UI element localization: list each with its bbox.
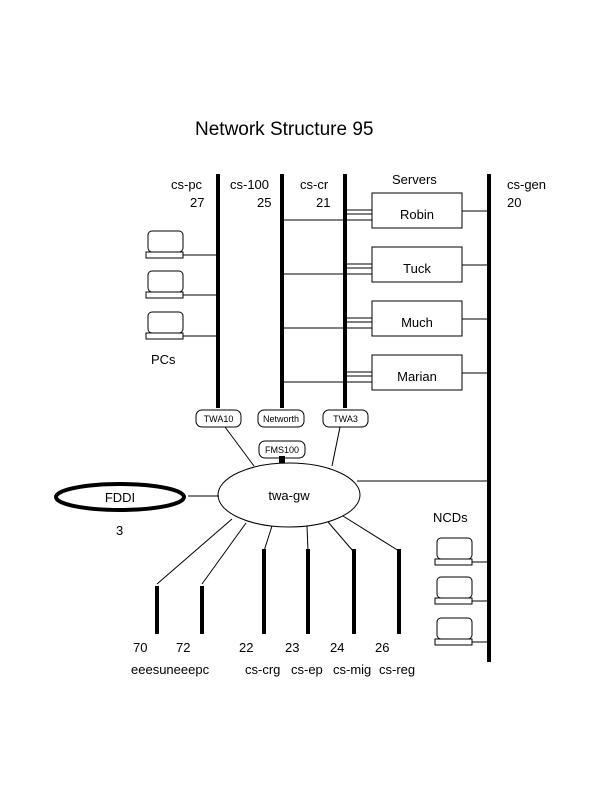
- server-label: Robin: [400, 207, 434, 222]
- server-label: Tuck: [403, 261, 431, 276]
- subnet-name-cs-crg: cs-crg: [245, 662, 280, 677]
- subnet-count-cs-reg: 26: [375, 640, 389, 655]
- subnet-count-cs-crg: 22: [239, 640, 253, 655]
- link-gw-cs-mig: [327, 521, 354, 552]
- subnet-count-cs-mig: 24: [330, 640, 344, 655]
- subnet-names-left: eeesuneeepc: [131, 662, 210, 677]
- fddi-count: 3: [116, 523, 123, 538]
- server-label: Much: [401, 315, 433, 330]
- server-tuck: Tuck: [284, 246, 487, 283]
- subnet-count-cs-ep: 23: [285, 640, 299, 655]
- pc-icon: [145, 230, 216, 259]
- link-gw-cs-crg: [263, 525, 273, 552]
- pc-icon: [145, 311, 216, 340]
- server-label: Marian: [397, 369, 437, 384]
- subnet-count-eee: 70: [133, 640, 147, 655]
- link-gw-cs-reg: [342, 515, 400, 552]
- server-marian: Marian: [284, 354, 487, 391]
- backbone-count-cs-100: 25: [257, 195, 271, 210]
- router-label: TWA3: [333, 414, 358, 424]
- subnet-name-cs-ep: cs-ep: [291, 662, 323, 677]
- link-gw-cs-ep: [306, 525, 309, 552]
- router-networth: Networth: [257, 409, 305, 428]
- router-twa10: TWA10: [195, 409, 242, 428]
- ncd-terminal-icon: [434, 537, 487, 566]
- router-label: Networth: [263, 414, 299, 424]
- link-twa3-gw: [331, 426, 341, 467]
- ncd-terminal-icon: [434, 617, 487, 646]
- servers-heading: Servers: [392, 172, 437, 187]
- subnet-name-cs-reg: cs-reg: [379, 662, 415, 677]
- subnet-count-sun: 72: [176, 640, 190, 655]
- backbone-label-cs-pc: cs-pc: [171, 177, 203, 192]
- ncd-terminal-icon: [434, 576, 487, 605]
- svg-text:FMS100: FMS100: [265, 445, 299, 455]
- link-twa10-gw: [224, 426, 255, 467]
- backbone-count-cs-cr: 21: [316, 195, 330, 210]
- backbone-label-cs-cr: cs-cr: [300, 177, 329, 192]
- backbone-count-cs-gen: 20: [507, 195, 521, 210]
- server-robin: Robin: [284, 192, 487, 229]
- server-much: Much: [284, 300, 487, 337]
- backbone-count-cs-pc: 27: [190, 195, 204, 210]
- ncds-label: NCDs: [433, 510, 468, 525]
- router-twa3: TWA3: [322, 409, 369, 428]
- link-gw-eee: [156, 518, 233, 585]
- backbone-label-cs-gen: cs-gen: [507, 177, 546, 192]
- pcs-label: PCs: [151, 352, 176, 367]
- router-label: TWA10: [204, 414, 234, 424]
- pc-icon: [145, 270, 216, 299]
- diagram-title: Network Structure 95: [195, 119, 373, 140]
- backbone-label-cs-100: cs-100: [230, 177, 269, 192]
- gateway-label: twa-gw: [268, 488, 310, 503]
- fms-box: FMS100: [258, 440, 306, 465]
- subnet-name-cs-mig: cs-mig: [333, 662, 371, 677]
- gateway-node: [217, 462, 361, 528]
- link-gw-sun: [201, 522, 247, 585]
- fddi-ring: [54, 482, 186, 512]
- fddi-label: FDDI: [105, 490, 135, 505]
